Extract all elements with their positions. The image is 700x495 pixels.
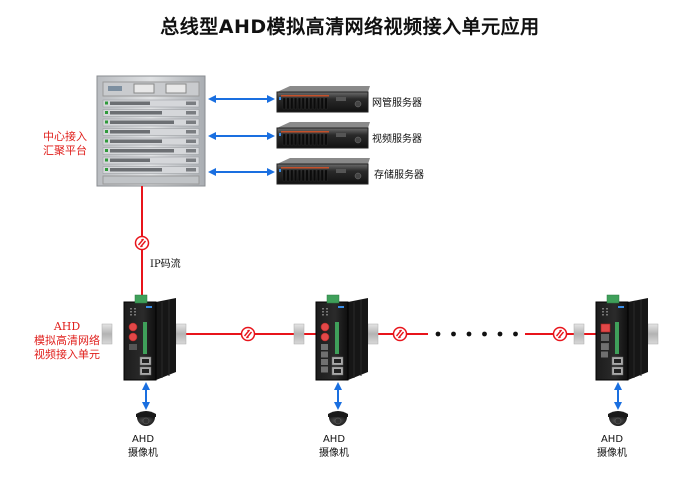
server-label-video: 视频服务器: [372, 134, 422, 145]
terminal-block: [134, 294, 148, 304]
dome-camera-icon: [136, 411, 156, 426]
ellipsis-dot: [513, 331, 518, 337]
dome-camera-icon: [328, 411, 348, 426]
server-label-storage: 存储服务器: [374, 170, 424, 181]
bnc-port: [321, 366, 328, 373]
rack-server-icon: [276, 86, 370, 113]
bnc-port: [601, 344, 608, 350]
core-label-line2: 汇聚平台: [43, 144, 87, 157]
unit-label-line1: AHD: [53, 320, 81, 333]
fiber-link-icon: [552, 326, 568, 342]
diagram-title: 总线型AHD模拟高清网络视频接入单元应用: [160, 16, 540, 38]
ahd-access-unit: [573, 294, 659, 410]
ellipsis-dot: [466, 331, 472, 337]
din-rail-left: [101, 323, 113, 345]
camera-label-name: 摄像机: [128, 448, 158, 459]
line-card: [102, 147, 200, 155]
bnc-port: [601, 334, 609, 341]
optical-port: [128, 322, 138, 332]
optical-port: [128, 332, 138, 342]
io-terminal-strip: [615, 322, 619, 354]
terminal-block: [326, 294, 340, 304]
fiber-link-icon: [392, 326, 408, 342]
fiber-link-icon: [134, 235, 150, 251]
optical-port: [320, 332, 330, 342]
line-card: [102, 166, 200, 174]
terminal-block: [606, 294, 620, 304]
din-rail-right: [367, 323, 379, 345]
ellipsis-dot: [435, 331, 441, 337]
din-rail-left: [293, 323, 305, 345]
bnc-port: [321, 359, 328, 365]
rack-server-icon: [276, 158, 370, 185]
ellipsis-dot: [497, 331, 503, 337]
ellipsis-dot: [451, 331, 456, 337]
unit-label-line3: 视频接入单元: [34, 348, 100, 361]
din-rail-right: [175, 323, 187, 345]
camera-label-2: AHD 摄像机: [314, 433, 354, 461]
line-card: [102, 99, 200, 108]
ellipsis-dot: [482, 331, 487, 337]
camera-label-name: 摄像机: [597, 448, 627, 459]
server-label-nms: 网管服务器: [372, 98, 422, 109]
line-card: [102, 118, 200, 127]
din-rail-right: [647, 323, 659, 345]
unit-label-line2: 模拟高清网络: [34, 334, 100, 347]
chassis-switch-icon: [96, 75, 206, 187]
line-card: [102, 137, 200, 146]
io-terminal-strip: [143, 322, 147, 354]
line-card: [102, 128, 200, 136]
camera-label-type: AHD: [322, 434, 346, 445]
ahd-access-unit: [101, 294, 187, 410]
bnc-port: [601, 351, 608, 358]
camera-label-type: AHD: [131, 434, 155, 445]
io-terminal-strip: [335, 322, 339, 354]
bnc-port: [129, 344, 137, 350]
core-platform-label: 中心接入 汇聚平台: [30, 130, 100, 158]
rack-server-icon: [276, 122, 370, 149]
din-rail-left: [573, 323, 585, 345]
core-label-line1: 中心接入: [43, 130, 87, 143]
fiber-link-icon: [240, 326, 256, 342]
optical-port: [600, 323, 611, 333]
unit-description-label: AHD 模拟高清网络 视频接入单元: [22, 320, 112, 362]
camera-label-3: AHD 摄像机: [592, 433, 632, 461]
ahd-access-unit: [293, 294, 379, 410]
line-card: [102, 156, 200, 165]
bnc-port: [321, 344, 328, 350]
camera-label-1: AHD 摄像机: [123, 433, 163, 461]
optical-port: [320, 322, 330, 332]
bnc-port: [321, 351, 328, 358]
camera-label-name: 摄像机: [319, 448, 349, 459]
camera-label-type: AHD: [600, 434, 624, 445]
line-card: [102, 109, 200, 117]
dome-camera-icon: [608, 411, 628, 426]
uplink-label: IP码流: [150, 259, 181, 270]
